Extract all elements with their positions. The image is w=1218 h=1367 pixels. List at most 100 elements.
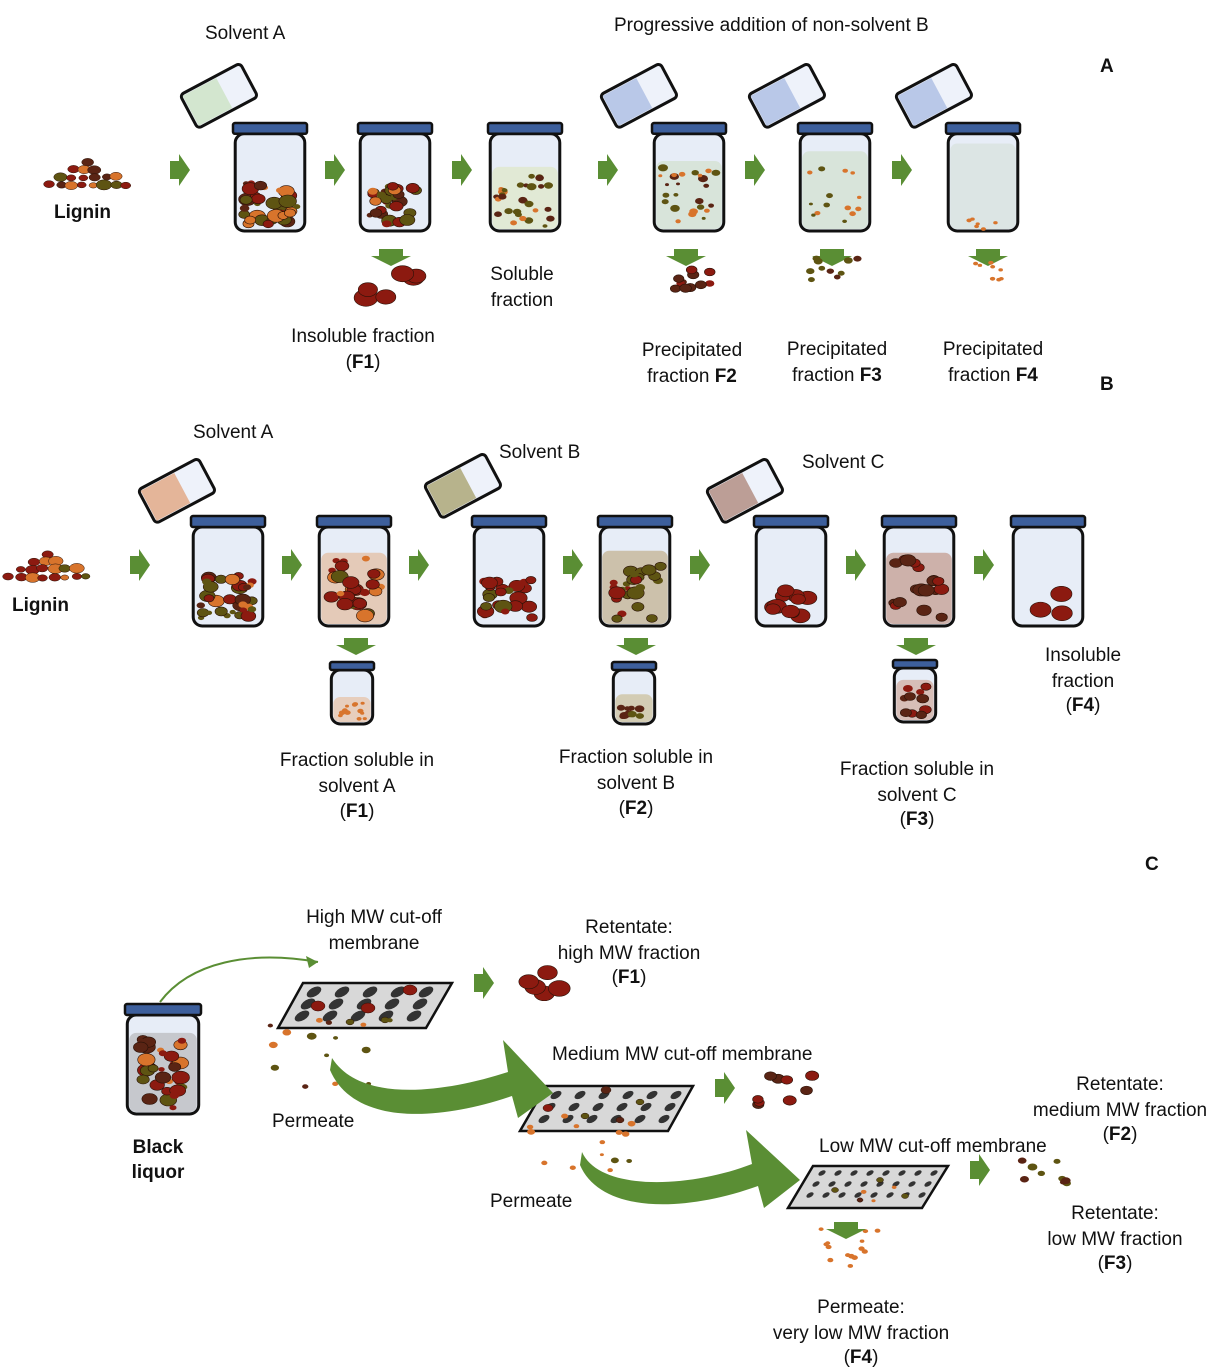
solvent-b-vial xyxy=(423,452,502,519)
vial-solvent xyxy=(140,472,191,521)
vial-solvent xyxy=(897,77,948,126)
lignin-particle xyxy=(631,602,645,612)
lignin-particle xyxy=(806,268,815,275)
lignin-particle xyxy=(391,265,415,283)
lignin-particle xyxy=(171,1070,190,1085)
jar-liquid xyxy=(950,143,1016,229)
lignin-particle xyxy=(629,570,639,578)
lignin-particle xyxy=(158,1067,165,1072)
lignin-particle xyxy=(244,215,256,225)
lignin-particle xyxy=(109,172,123,181)
lignin-particle xyxy=(69,563,85,574)
lignin-particle xyxy=(494,211,502,217)
process-arrow-b-7 xyxy=(974,549,994,581)
lignin-particle xyxy=(494,587,507,597)
lignin-particle xyxy=(932,576,945,586)
lignin-particle xyxy=(501,608,510,615)
down-arrow-b3 xyxy=(896,638,936,655)
panel-a-label: A xyxy=(1100,56,1114,77)
lignin-particle xyxy=(635,584,646,591)
lignin-particle xyxy=(800,1085,813,1096)
lignin-particle xyxy=(293,204,301,210)
nonsolvent-vial-3 xyxy=(894,62,973,129)
lignin-particle xyxy=(691,170,699,176)
lignin-particle xyxy=(859,1239,865,1243)
lignin-particle xyxy=(223,594,237,605)
low-mw-membrane xyxy=(785,1164,951,1210)
lignin-particle xyxy=(214,606,228,617)
lignin-particle xyxy=(823,1242,829,1247)
lignin-particle xyxy=(362,717,367,721)
membrane-pore xyxy=(812,1181,820,1187)
lignin-particle xyxy=(900,708,912,718)
lignin-particle xyxy=(837,270,845,276)
lignin-particle xyxy=(399,214,416,226)
lignin-particle xyxy=(855,206,862,212)
down-arrow-a3 xyxy=(812,249,852,266)
lignin-particle xyxy=(704,208,710,213)
retained-particle xyxy=(310,1000,326,1012)
lignin-particle xyxy=(525,576,537,585)
lignin-particle xyxy=(64,181,78,190)
lignin-particle xyxy=(765,603,781,615)
lignin-particle xyxy=(224,573,240,585)
lignin-particle xyxy=(356,609,374,623)
membrane-pore xyxy=(670,1090,682,1100)
membrane-pore xyxy=(914,1170,922,1176)
lignin-particle xyxy=(871,1199,876,1203)
lignin-particle xyxy=(980,227,986,231)
membrane-pore xyxy=(412,998,428,1010)
lignin-particle xyxy=(658,174,663,178)
lignin-particle xyxy=(670,204,680,212)
lignin-particle xyxy=(818,1227,824,1231)
lignin-particle xyxy=(334,560,350,572)
lignin-particle xyxy=(661,199,669,205)
membrane-pore xyxy=(646,1090,658,1100)
lignin-particle xyxy=(857,195,862,199)
lignin-particle xyxy=(239,195,253,205)
membrane-pore xyxy=(418,986,434,998)
lignin-particle xyxy=(671,173,677,178)
down-arrow-a1 xyxy=(371,249,411,266)
membrane-pore xyxy=(822,1192,830,1198)
jar-b5 xyxy=(752,514,830,628)
process-arrow-b-3 xyxy=(409,549,429,581)
process-arrow-a-3 xyxy=(452,154,472,186)
retentate-low-cluster xyxy=(1017,1157,1071,1187)
lignin-particle xyxy=(842,168,848,173)
lignin-particle xyxy=(516,182,525,188)
lignin-particle xyxy=(711,169,721,176)
jar-lid xyxy=(189,514,267,529)
lignin-particle xyxy=(71,573,82,580)
retentate-med-line1: Retentate: xyxy=(1076,1074,1164,1095)
lignin-particle xyxy=(278,194,297,208)
fraction-c-line1: Fraction soluble in xyxy=(840,759,994,780)
lignin-particle xyxy=(268,1041,278,1049)
jar-lid xyxy=(752,514,830,529)
membrane-pore xyxy=(898,1170,906,1176)
lignin-particle xyxy=(386,1018,393,1023)
membrane-pore xyxy=(362,986,378,998)
lignin-particle xyxy=(847,1263,854,1268)
lignin-heap-b xyxy=(2,550,91,583)
down-arrow-b1 xyxy=(336,638,376,655)
lignin-particle xyxy=(977,263,983,267)
lignin-particle xyxy=(81,158,94,167)
lignin-particle xyxy=(357,282,378,297)
lignin-particle xyxy=(141,1093,158,1105)
insoluble-b-line1: Insoluble xyxy=(1045,645,1121,666)
lignin-particle xyxy=(676,182,680,186)
lignin-particle xyxy=(336,597,354,611)
lignin-particle xyxy=(998,268,1003,272)
fraction-a-line1: Fraction soluble in xyxy=(280,750,434,771)
insoluble-f4-particles xyxy=(1029,585,1073,622)
lignin-particle xyxy=(860,1189,867,1194)
fraction-b-line2: solvent B xyxy=(597,773,675,794)
lignin-particle xyxy=(251,193,266,205)
retained-particle xyxy=(542,1104,554,1112)
lignin-particle xyxy=(569,1165,576,1170)
lignin-particle xyxy=(807,170,813,175)
retained-particle xyxy=(600,1086,612,1094)
membrane-pore xyxy=(930,1170,938,1176)
